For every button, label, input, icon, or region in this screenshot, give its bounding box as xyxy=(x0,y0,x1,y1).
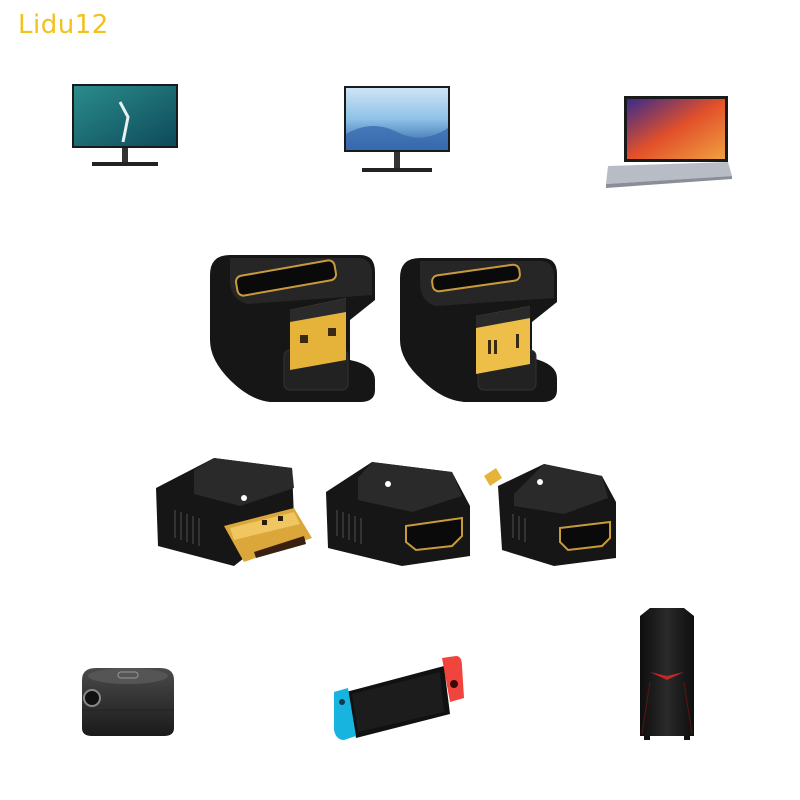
monitor-1-image xyxy=(72,84,178,166)
laptop-image xyxy=(606,96,732,188)
pc-tower-image xyxy=(640,608,694,740)
mini-hdmi-u-adapter-left xyxy=(210,255,375,402)
projector-image xyxy=(82,668,174,736)
watermark: Lidu12 xyxy=(18,10,109,40)
hdmi-male-adapter xyxy=(156,458,312,566)
hdmi-female-adapter xyxy=(326,462,470,566)
micro-hdmi-adapter xyxy=(484,464,616,566)
mini-hdmi-u-adapter-right xyxy=(400,258,557,402)
monitor-2-image xyxy=(344,86,450,172)
game-console-image xyxy=(334,656,464,740)
